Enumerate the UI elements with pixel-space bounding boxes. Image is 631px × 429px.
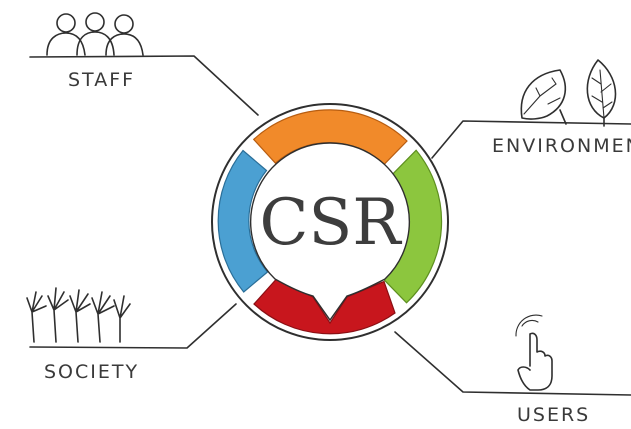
connector-staff — [29, 55, 259, 116]
node-staff: STAFF — [46, 12, 144, 91]
node-label-society: SOCIETY — [44, 361, 139, 383]
node-society: SOCIETY — [26, 287, 139, 383]
node-environment: ENVIRONMEN — [492, 59, 631, 157]
node-users: USERS — [515, 314, 590, 426]
node-label-environment: ENVIRONMEN — [492, 135, 631, 157]
pointing-hand-icon — [515, 314, 553, 391]
center-label: CSR — [260, 186, 403, 260]
raised-hands-icon — [26, 287, 131, 343]
center-bubble — [250, 142, 410, 322]
connector-environment — [431, 120, 631, 159]
ring-outer-outline — [211, 103, 449, 341]
connector-users — [394, 331, 631, 396]
node-label-users: USERS — [517, 404, 590, 426]
people-icon — [46, 12, 144, 56]
node-label-staff: STAFF — [68, 69, 135, 91]
connector-society — [29, 303, 237, 349]
connector-lines — [29, 55, 631, 396]
csr-ring: CSR — [211, 103, 449, 341]
leaves-icon — [520, 59, 617, 127]
ring-segment-left — [217, 149, 269, 293]
